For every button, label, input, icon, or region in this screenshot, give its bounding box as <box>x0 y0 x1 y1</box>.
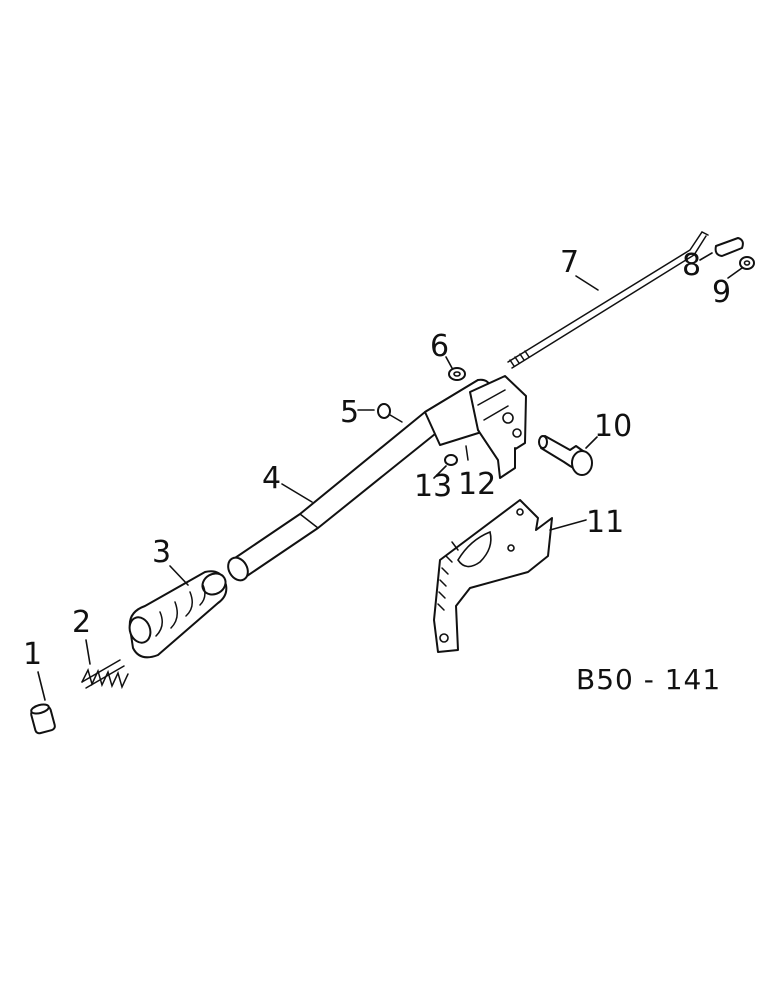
part-2-spring <box>81 659 129 690</box>
callout-3: 3 <box>152 535 171 570</box>
part-13-washer <box>444 454 458 466</box>
callout-7: 7 <box>560 245 579 280</box>
part-5-pin <box>377 403 403 423</box>
part-11-bracket <box>433 499 553 653</box>
callout-12: 12 <box>458 467 496 502</box>
callout-1: 1 <box>23 637 42 672</box>
part-9-washer <box>739 256 755 270</box>
callout-8: 8 <box>682 248 701 283</box>
callout-13: 13 <box>414 469 452 504</box>
diagram-reference: B50 - 141 <box>576 663 721 696</box>
callout-11: 11 <box>586 505 624 540</box>
callout-2: 2 <box>72 605 91 640</box>
part-8-clip <box>714 237 744 257</box>
part-1-bushing <box>30 703 56 735</box>
part-7-rod <box>507 231 709 369</box>
part-10-pivot-pin <box>538 435 593 476</box>
callout-5: 5 <box>340 395 359 430</box>
leader-lines <box>37 252 743 701</box>
callout-6: 6 <box>430 329 449 364</box>
callout-10: 10 <box>594 409 632 444</box>
part-4-head <box>469 375 527 479</box>
callouts: 1 2 3 4 5 6 7 8 9 10 11 12 13 <box>23 245 731 672</box>
callout-4: 4 <box>262 461 281 496</box>
part-3-grip <box>128 570 228 659</box>
part-6-washer <box>448 367 466 381</box>
callout-9: 9 <box>712 275 731 310</box>
part-12-pin <box>465 445 469 461</box>
